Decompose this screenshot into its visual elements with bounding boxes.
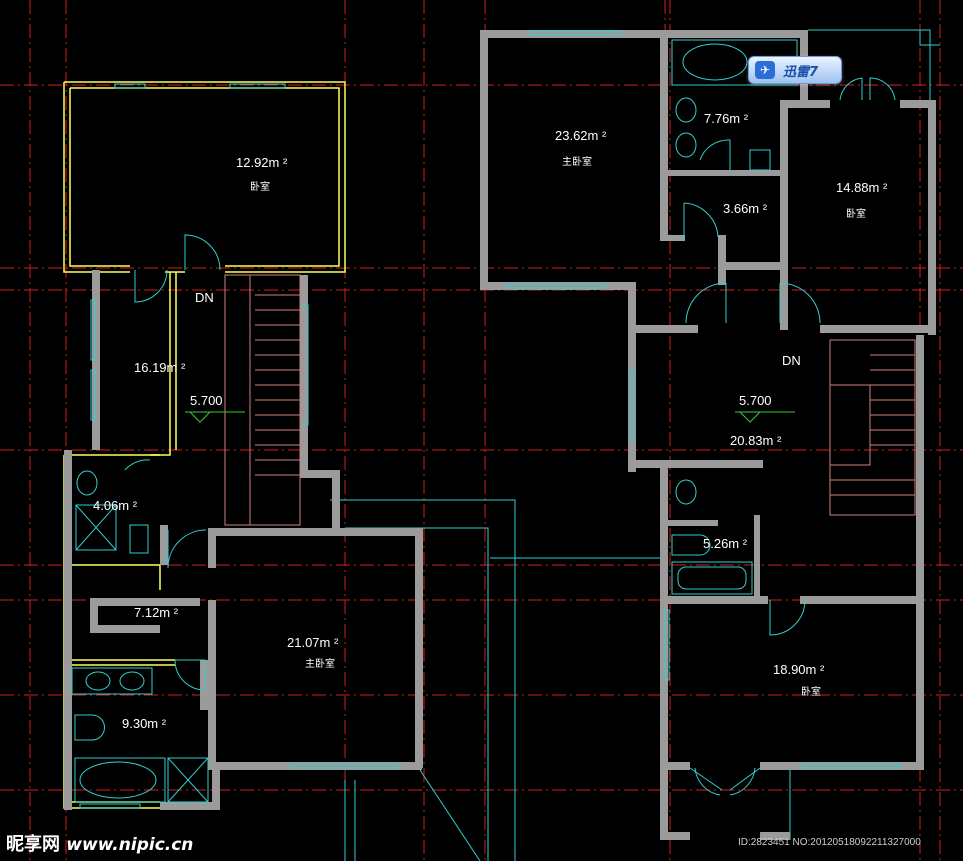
room-area-label: 7.76m ² (704, 111, 749, 126)
elevation-markers (185, 411, 795, 423)
elevation-label: 5.700 (190, 393, 223, 408)
room-name-label: 卧室 (801, 687, 821, 698)
room-area-label: 5.26m ² (703, 536, 748, 551)
stair-down-label: DN (782, 353, 801, 368)
xunlei-badge[interactable]: ✈ 迅雷7 (748, 56, 842, 84)
room-name-label: 卧室 (846, 209, 866, 220)
image-id-text: ID:2823451 NO:20120518092211327000 (738, 837, 921, 848)
room-name-label: 主卧室 (562, 157, 592, 168)
stair-down-label: DN (195, 290, 214, 305)
room-area-label: 3.66m ² (723, 201, 768, 216)
fixtures (71, 39, 798, 803)
room-name-label: 主卧室 (305, 659, 335, 670)
room-area-label: 7.12m ² (134, 605, 179, 620)
room-name-label: 卧室 (250, 182, 270, 193)
room-area-label: 4.06m ² (93, 498, 138, 513)
room-area-label: 21.07m ² (287, 635, 339, 650)
watermark: 昵享网 www.nipic.cn (6, 830, 193, 856)
room-area-label: 9.30m ² (122, 716, 167, 731)
thunder-bird-icon: ✈ (755, 61, 775, 79)
elevation-label: 5.700 (739, 393, 772, 408)
watermark-brand: 昵享网 (6, 834, 60, 855)
room-area-label: 18.90m ² (773, 662, 825, 677)
doors (124, 77, 896, 796)
room-area-label: 14.88m ² (836, 180, 888, 195)
badge-text: 迅雷7 (783, 65, 819, 80)
walls (64, 30, 936, 840)
room-area-label: 23.62m ² (555, 128, 607, 143)
room-area-label: 12.92m ² (236, 155, 288, 170)
stairs (224, 274, 916, 526)
watermark-url: www.nipic.cn (66, 835, 194, 855)
room-area-label: 20.83m ² (730, 433, 782, 448)
room-area-label: 16.19m ² (134, 360, 186, 375)
